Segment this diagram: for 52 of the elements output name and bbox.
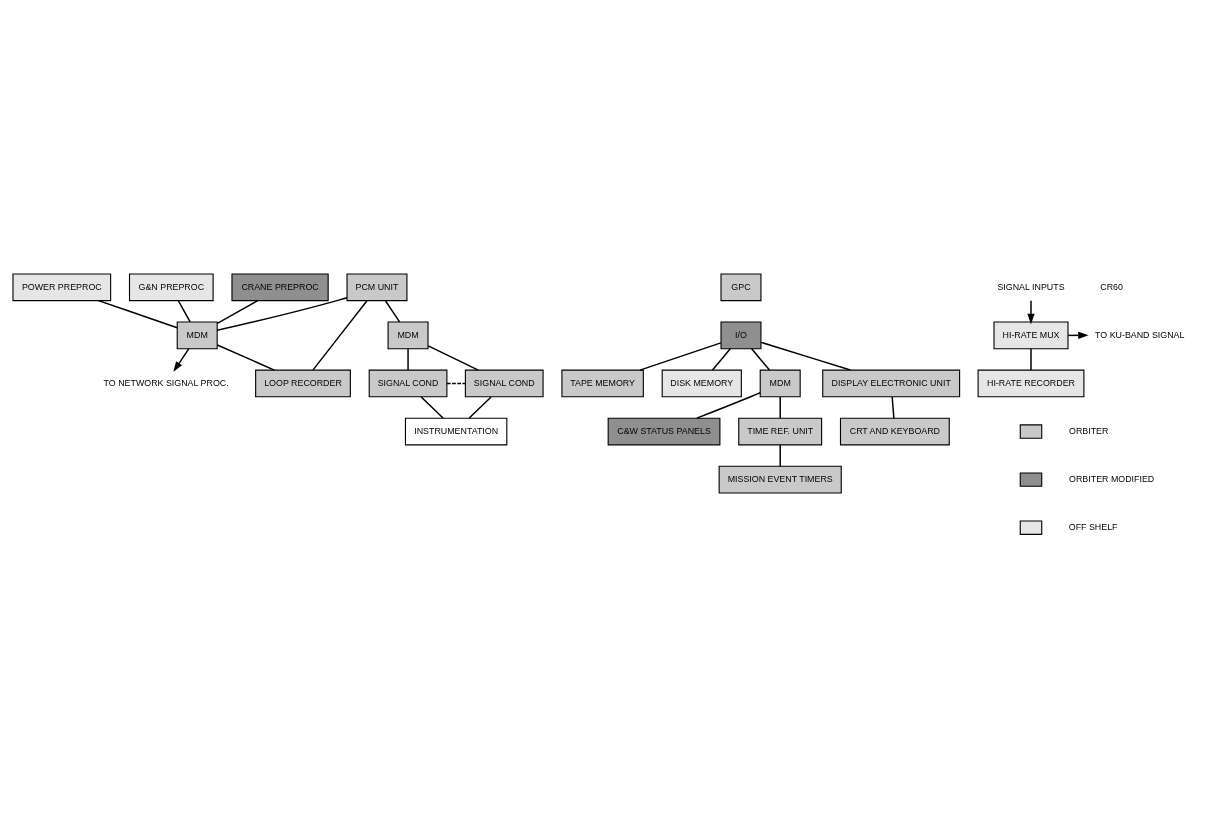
connector — [97, 299, 178, 329]
node-box: CRANE PREPROC — [231, 273, 329, 302]
node-box: C&W STATUS PANELS — [607, 417, 721, 446]
node-box: GPC — [720, 273, 762, 302]
legend-label: ORBITER — [1069, 425, 1109, 436]
node-box: MDM — [387, 321, 429, 350]
connector — [420, 396, 444, 419]
connector — [407, 348, 409, 371]
node-box: TIME REF. UNIT — [738, 417, 823, 446]
node-box: SIGNAL COND — [368, 369, 448, 398]
node-box: TAPE MEMORY — [561, 369, 644, 398]
node-box: CRT AND KEYBOARD — [839, 417, 950, 446]
node-box: PCM UNIT — [346, 273, 408, 302]
legend-label: OFF SHELF — [1068, 522, 1118, 533]
legend-label: ORBITER MODIFIED — [1069, 473, 1155, 484]
connector — [750, 348, 771, 371]
connector — [711, 348, 731, 371]
connector — [779, 396, 781, 419]
arrow — [1027, 300, 1035, 325]
node-box: MDM — [759, 369, 801, 398]
connector — [468, 396, 492, 419]
connector — [696, 392, 761, 419]
connector — [446, 382, 467, 385]
node-box: HI-RATE RECORDER — [977, 369, 1085, 398]
node-box: HI-RATE MUX — [993, 321, 1069, 350]
connector — [779, 444, 781, 467]
node-box: DISPLAY ELECTRONIC UNIT — [822, 369, 961, 398]
connector — [760, 341, 852, 371]
node-text: TO NETWORK SIGNAL PROC. — [103, 377, 229, 388]
connector — [216, 344, 276, 371]
connector — [216, 299, 259, 324]
connector — [891, 396, 895, 419]
connector — [312, 300, 368, 371]
node-box: MISSION EVENT TIMERS — [718, 465, 842, 494]
connector — [384, 300, 401, 323]
node-box: POWER PREPROC — [12, 273, 112, 302]
connector — [427, 345, 479, 371]
node-box: G&N PREPROC — [128, 273, 214, 302]
node-box: LOOP RECORDER — [255, 369, 351, 398]
label: CR60 — [1100, 281, 1123, 292]
node-box: DISK MEMORY — [661, 369, 742, 398]
node-box: MDM — [176, 321, 218, 350]
connector — [1030, 348, 1032, 371]
node-box: I/O — [720, 321, 762, 350]
node-box: INSTRUMENTATION — [404, 417, 508, 446]
node-text: SIGNAL INPUTS — [997, 281, 1065, 292]
connector — [216, 296, 348, 331]
node-box: SIGNAL COND — [464, 369, 544, 398]
arrow — [173, 348, 190, 372]
node-text: TO KU-BAND SIGNAL — [1095, 329, 1185, 340]
connector — [177, 300, 191, 323]
connector — [639, 342, 722, 371]
